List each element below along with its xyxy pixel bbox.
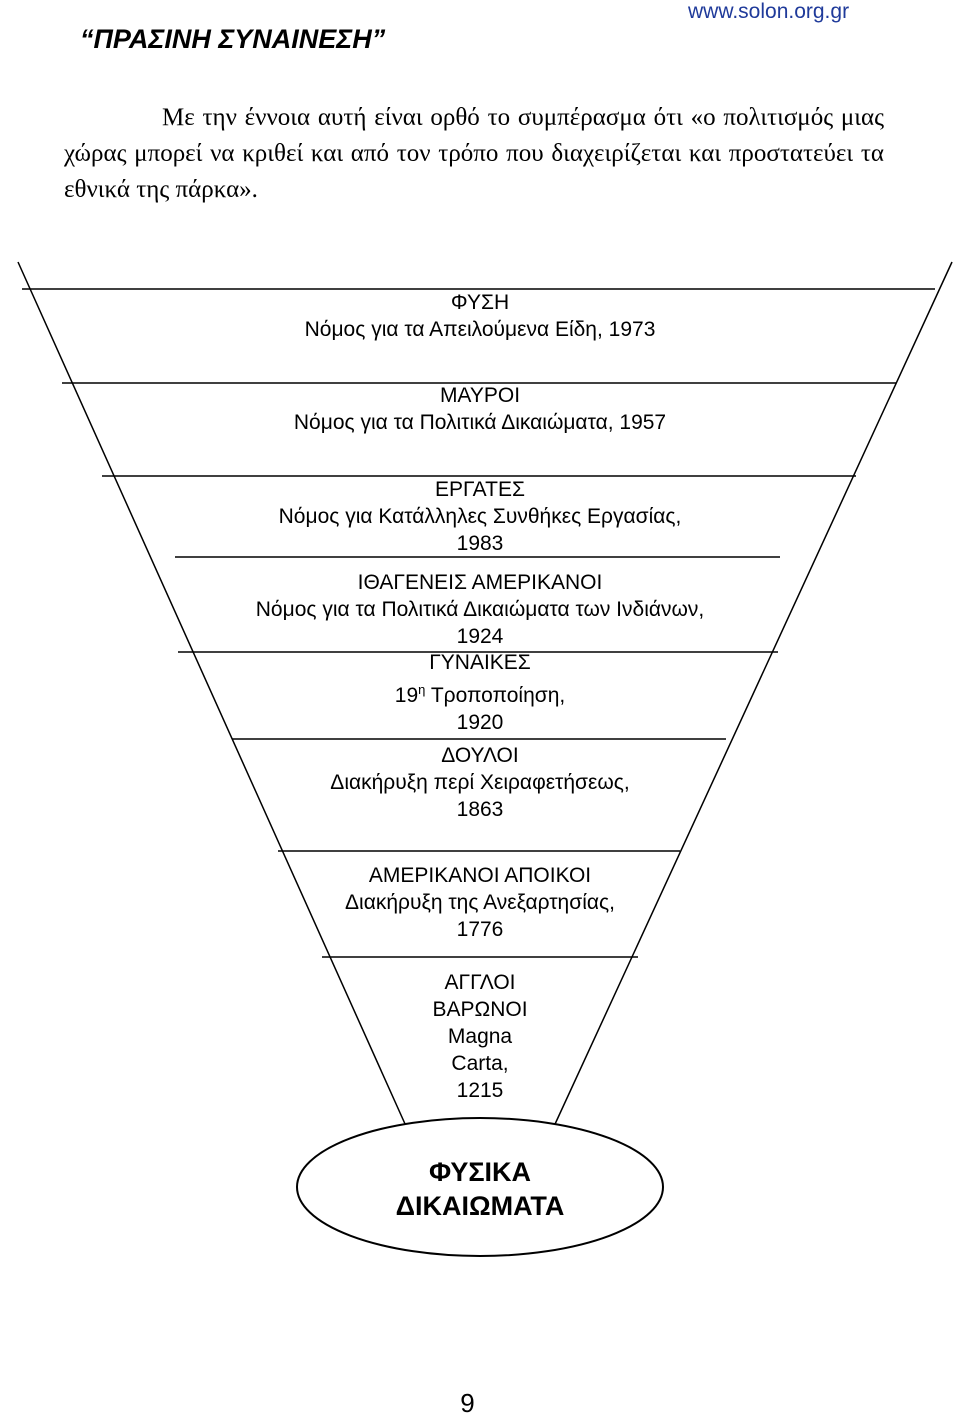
level-year-label: 1215 bbox=[456, 1079, 504, 1102]
level-group-label: ΜΑΥΡΟΙ bbox=[439, 384, 521, 407]
intro-paragraph: Με την έννοια αυτή είναι ορθό το συμπέρα… bbox=[64, 104, 884, 203]
center-ellipse bbox=[296, 1117, 664, 1257]
header-url: www.solon.org.gr bbox=[688, 0, 850, 23]
level-group-label-line2: ΒΑΡΩΝΟΙ bbox=[432, 998, 528, 1021]
level-english-barons: ΑΓΓΛΟΙ ΒΑΡΩΝΟΙ Magna Carta, 1215 bbox=[80, 969, 880, 1104]
level-law-label: 19η Τροποποίηση, bbox=[394, 682, 566, 707]
funnel-right-edge bbox=[549, 261, 953, 1136]
funnel-left-edge bbox=[17, 261, 411, 1136]
level-women: ΓΥΝΑΙΚΕΣ 19η Τροποποίηση, 1920 bbox=[80, 649, 880, 736]
level-group-label: ΔΟΥΛΟΙ bbox=[441, 744, 519, 767]
center-label: ΦΥΣΙΚΑ ΔΙΚΑΙΩΜΑΤΑ bbox=[300, 1155, 660, 1223]
level-year-label: 1920 bbox=[456, 711, 504, 734]
level-law-label-line2: Carta, bbox=[451, 1052, 509, 1075]
level-law-label: Διακήρυξη περί Χειραφετήσεως, bbox=[330, 771, 630, 794]
level-group-label: ΓΥΝΑΙΚΕΣ bbox=[429, 651, 531, 674]
level-group-label: ΑΓΓΛΟΙ bbox=[444, 971, 516, 994]
level-native-americans: ΙΘΑΓΕΝΕΙΣ ΑΜΕΡΙΚΑΝΟΙ Νόμος για τα Πολιτι… bbox=[80, 569, 880, 650]
level-year-label: 1863 bbox=[456, 798, 504, 821]
level-year-label: 1924 bbox=[456, 625, 504, 648]
level-blacks: ΜΑΥΡΟΙ Νόμος για τα Πολιτικά Δικαιώματα,… bbox=[80, 382, 880, 436]
level-year-label: 1776 bbox=[456, 918, 504, 941]
level-workers: ΕΡΓΑΤΕΣ Νόμος για Κατάλληλες Συνθήκες Ερ… bbox=[80, 476, 880, 557]
center-label-line2: ΔΙΚΑΙΩΜΑΤΑ bbox=[395, 1191, 565, 1221]
page-number: 9 bbox=[460, 1388, 475, 1418]
level-group-label: ΕΡΓΑΤΕΣ bbox=[435, 478, 525, 501]
level-group-label: ΦΥΣΗ bbox=[450, 291, 510, 314]
document-header-title: “ΠΡΑΣΙΝΗ ΣΥΝΑΙΝΕΣΗ” bbox=[80, 24, 386, 54]
level-american-colonists: ΑΜΕΡΙΚΑΝΟΙ ΑΠΟΙΚΟΙ Διακήρυξη της Ανεξαρτ… bbox=[80, 862, 880, 943]
center-label-line1: ΦΥΣΙΚΑ bbox=[428, 1157, 532, 1187]
level-group-label: ΙΘΑΓΕΝΕΙΣ ΑΜΕΡΙΚΑΝΟΙ bbox=[357, 571, 603, 594]
level-law-label: Νόμος για τα Πολιτικά Δικαιώματα, 1957 bbox=[293, 411, 667, 434]
level-slaves: ΔΟΥΛΟΙ Διακήρυξη περί Χειραφετήσεως, 186… bbox=[80, 742, 880, 823]
level-law-label: Magna bbox=[447, 1025, 513, 1048]
level-group-label: ΑΜΕΡΙΚΑΝΟΙ ΑΠΟΙΚΟΙ bbox=[368, 864, 592, 887]
level-law-label: Νόμος για τα Απειλούμενα Είδη, 1973 bbox=[304, 318, 656, 341]
level-law-label: Νόμος για τα Πολιτικά Δικαιώματα των Ινδ… bbox=[255, 598, 705, 621]
level-year-label: 1983 bbox=[456, 532, 504, 555]
level-law-label: Νόμος για Κατάλληλες Συνθήκες Εργασίας, bbox=[278, 505, 682, 528]
level-law-label: Διακήρυξη της Ανεξαρτησίας, bbox=[345, 891, 615, 914]
level-nature: ΦΥΣΗ Νόμος για τα Απειλούμενα Είδη, 1973 bbox=[80, 289, 880, 343]
